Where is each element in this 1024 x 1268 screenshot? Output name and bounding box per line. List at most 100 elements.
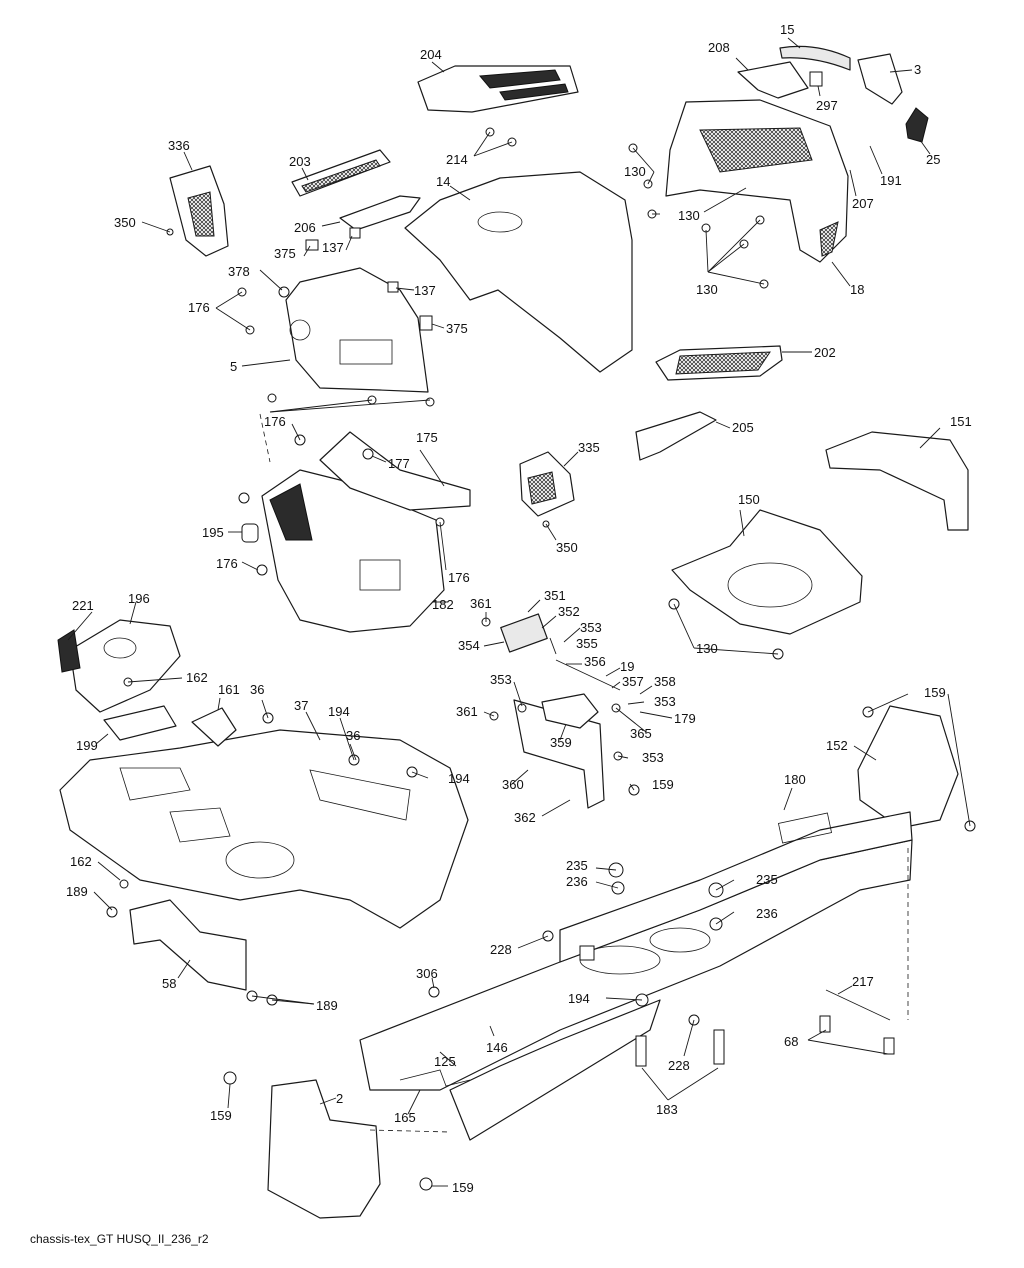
callout-label: 15 — [780, 22, 794, 37]
callout-label: 221 — [72, 598, 94, 613]
callout-label: 162 — [186, 670, 208, 685]
callout-label: 146 — [486, 1040, 508, 1055]
callout-label: 228 — [490, 942, 512, 957]
callout-label: 375 — [274, 246, 296, 261]
callout-label: 236 — [756, 906, 778, 921]
part-cover-336 — [169, 165, 229, 257]
callout-label: 189 — [66, 884, 88, 899]
part-cover-335 — [519, 451, 575, 517]
callout-label: 3 — [914, 62, 921, 77]
callout-label: 36 — [346, 728, 360, 743]
callout-label: 37 — [294, 698, 308, 713]
callout-label: 176 — [216, 556, 238, 571]
callout-label: 204 — [420, 47, 442, 62]
callout-label: 165 — [394, 1110, 416, 1125]
callout-label: 182 — [432, 597, 454, 612]
part-lens-25 — [905, 107, 929, 143]
callout-label: 159 — [210, 1108, 232, 1123]
callout-label: 189 — [316, 998, 338, 1013]
diagram-caption: chassis-tex_GT HUSQ_II_236_r2 — [30, 1232, 209, 1246]
callout-label: 199 — [76, 738, 98, 753]
callout-label: 177 — [388, 456, 410, 471]
part-bracket-175 — [319, 431, 471, 511]
callout-label: 36 — [250, 682, 264, 697]
part-trim-161 — [191, 707, 237, 747]
leader-lines — [67, 37, 971, 1187]
callout-label: 353 — [580, 620, 602, 635]
callout-label: 361 — [470, 596, 492, 611]
callout-label: 336 — [168, 138, 190, 153]
callout-label: 151 — [950, 414, 972, 429]
part-grille-202 — [655, 345, 783, 381]
callout-label: 58 — [162, 976, 176, 991]
callout-label: 162 — [70, 854, 92, 869]
callout-label: 350 — [114, 215, 136, 230]
callout-label: 335 — [578, 440, 600, 455]
part-frame-180 — [359, 811, 913, 1141]
callout-label: 236 — [566, 874, 588, 889]
callout-label: 352 — [558, 604, 580, 619]
callout-label: 217 — [852, 974, 874, 989]
callout-label: 353 — [642, 750, 664, 765]
part-trim-205 — [635, 411, 717, 461]
callout-label: 130 — [678, 208, 700, 223]
part-bracket-151 — [825, 431, 969, 531]
callout-label: 206 — [294, 220, 316, 235]
callout-label: 203 — [289, 154, 311, 169]
callout-label: 191 — [880, 173, 902, 188]
callout-label: 353 — [490, 672, 512, 687]
callout-label: 180 — [784, 772, 806, 787]
part-plate-199 — [103, 705, 177, 741]
callout-label: 159 — [652, 777, 674, 792]
callout-label: 356 — [584, 654, 606, 669]
callout-label: 205 — [732, 420, 754, 435]
callout-label: 150 — [738, 492, 760, 507]
callout-label: 208 — [708, 40, 730, 55]
callout-label: 130 — [624, 164, 646, 179]
callout-label: 297 — [816, 98, 838, 113]
callout-label: 25 — [926, 152, 940, 167]
callout-label: 5 — [230, 359, 237, 374]
callout-label: 183 — [656, 1102, 678, 1117]
callout-label: 353 — [654, 694, 676, 709]
callout-label: 18 — [850, 282, 864, 297]
part-rod-165 — [399, 1069, 471, 1087]
callout-label: 235 — [566, 858, 588, 873]
part-hood-front-18 — [665, 99, 849, 263]
callout-label: 19 — [620, 659, 634, 674]
callout-label: 196 — [128, 591, 150, 606]
part-lift-assembly — [500, 613, 621, 809]
callout-label: 2 — [336, 1091, 343, 1106]
callout-label: 152 — [826, 738, 848, 753]
callout-label: 130 — [696, 282, 718, 297]
callout-label: 362 — [514, 810, 536, 825]
callout-label: 360 — [502, 777, 524, 792]
part-steering-console-182 — [261, 469, 445, 633]
callout-label: 194 — [328, 704, 350, 719]
callout-label: 176 — [264, 414, 286, 429]
callout-labels: 204 15 208 3 297 25 336 203 214 130 191 … — [66, 22, 972, 1195]
part-fender-37 — [59, 729, 469, 929]
callout-label: 351 — [544, 588, 566, 603]
part-hood-vent-204 — [417, 65, 579, 113]
part-seat-bracket-152 — [857, 705, 959, 829]
callout-label: 378 — [228, 264, 250, 279]
callout-label: 14 — [436, 174, 450, 189]
callout-label: 214 — [446, 152, 468, 167]
alignment-lines — [259, 413, 909, 1133]
part-hood-14 — [404, 171, 633, 373]
callout-label: 355 — [576, 636, 598, 651]
part-trim-15 — [779, 45, 851, 71]
callout-label: 176 — [188, 300, 210, 315]
callout-label: 68 — [784, 1034, 798, 1049]
part-panel-203 — [291, 149, 391, 197]
part-headlight-3 — [857, 53, 903, 105]
part-plate-150 — [671, 509, 863, 635]
callout-label: 175 — [416, 430, 438, 445]
callout-label: 350 — [556, 540, 578, 555]
part-bracket-2 — [267, 1079, 381, 1219]
callout-label: 159 — [924, 685, 946, 700]
callout-label: 130 — [696, 641, 718, 656]
callout-label: 359 — [550, 735, 572, 750]
